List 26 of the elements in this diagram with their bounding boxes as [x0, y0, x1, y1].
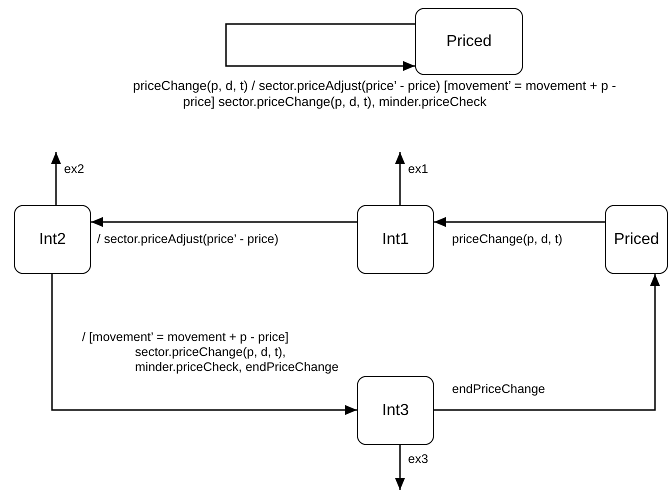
edge-label: ex1 [408, 162, 428, 177]
edge-label: priceChange(p, d, t) / sector.priceAdjust(price’ - price) [movement’ = movement + p - price] sector.priceChange(p, d, t), minder.priceCheck [133, 78, 618, 110]
state-box [357, 205, 434, 274]
edge-label: endPriceChange [452, 382, 546, 397]
arrow [51, 274, 357, 415]
edge-label: / [movement’ = movement + p - price] sector.priceChange(p, d, t), minder.priceCheck, endPriceChange [82, 330, 340, 375]
arrow [434, 274, 660, 411]
state-name: Int1 [382, 230, 409, 248]
state-name: Int3 [382, 402, 409, 420]
arrow [395, 445, 405, 490]
edge-label: priceChange(p, d, t) [452, 232, 562, 247]
state-name: Priced [614, 230, 660, 248]
edge-label: ex2 [64, 162, 84, 177]
state-box [14, 205, 91, 274]
state-box [415, 8, 523, 75]
state-name: Priced [446, 32, 492, 50]
state-box [357, 376, 434, 445]
arrow [225, 23, 415, 71]
edge-label: ex3 [408, 452, 428, 467]
arrow [395, 152, 405, 205]
state-name: Int2 [39, 230, 66, 248]
arrow [434, 217, 605, 227]
state-box [605, 205, 668, 274]
edge-label: / sector.priceAdjust(price’ - price) [97, 232, 279, 247]
arrow [51, 152, 61, 205]
arrow [91, 217, 357, 227]
